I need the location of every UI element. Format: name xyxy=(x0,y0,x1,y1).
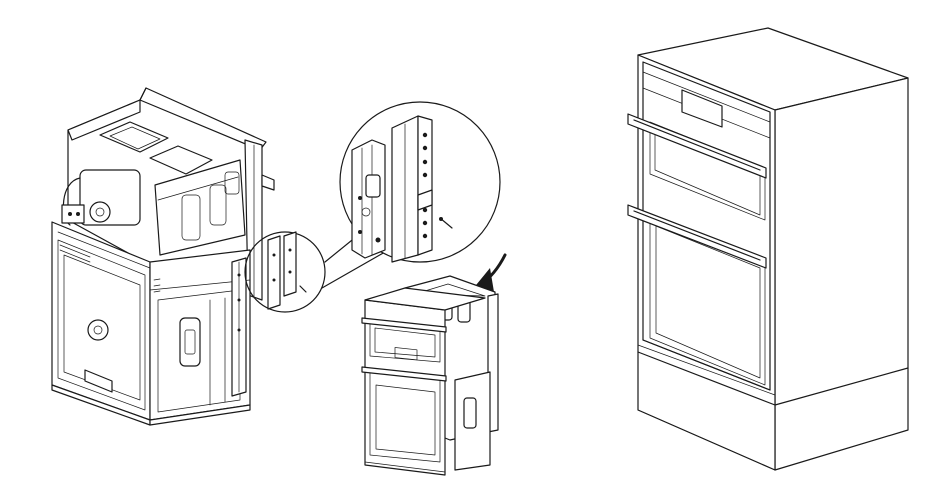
detail-oven-flange xyxy=(351,139,386,259)
detail-screw xyxy=(439,217,453,229)
small-circle-bracket xyxy=(267,231,307,310)
vent-slots xyxy=(59,244,161,293)
control-display xyxy=(681,89,723,128)
oven-installation-view xyxy=(361,275,499,476)
installed-oven-cabinet xyxy=(627,27,909,471)
bracket-detail-callout xyxy=(339,101,501,263)
oven-rear-view xyxy=(51,87,326,426)
lower-oven-housing xyxy=(51,221,251,426)
mounting-rail xyxy=(231,257,247,397)
lower-handle xyxy=(627,204,767,269)
oven-front-large xyxy=(627,61,771,391)
upper-handle xyxy=(627,113,767,179)
magnify-circle-small xyxy=(244,231,326,313)
detail-bracket xyxy=(391,115,433,263)
cabinet-side xyxy=(774,77,909,471)
oven-front-small xyxy=(361,287,486,476)
upper-oven-housing xyxy=(61,87,275,301)
